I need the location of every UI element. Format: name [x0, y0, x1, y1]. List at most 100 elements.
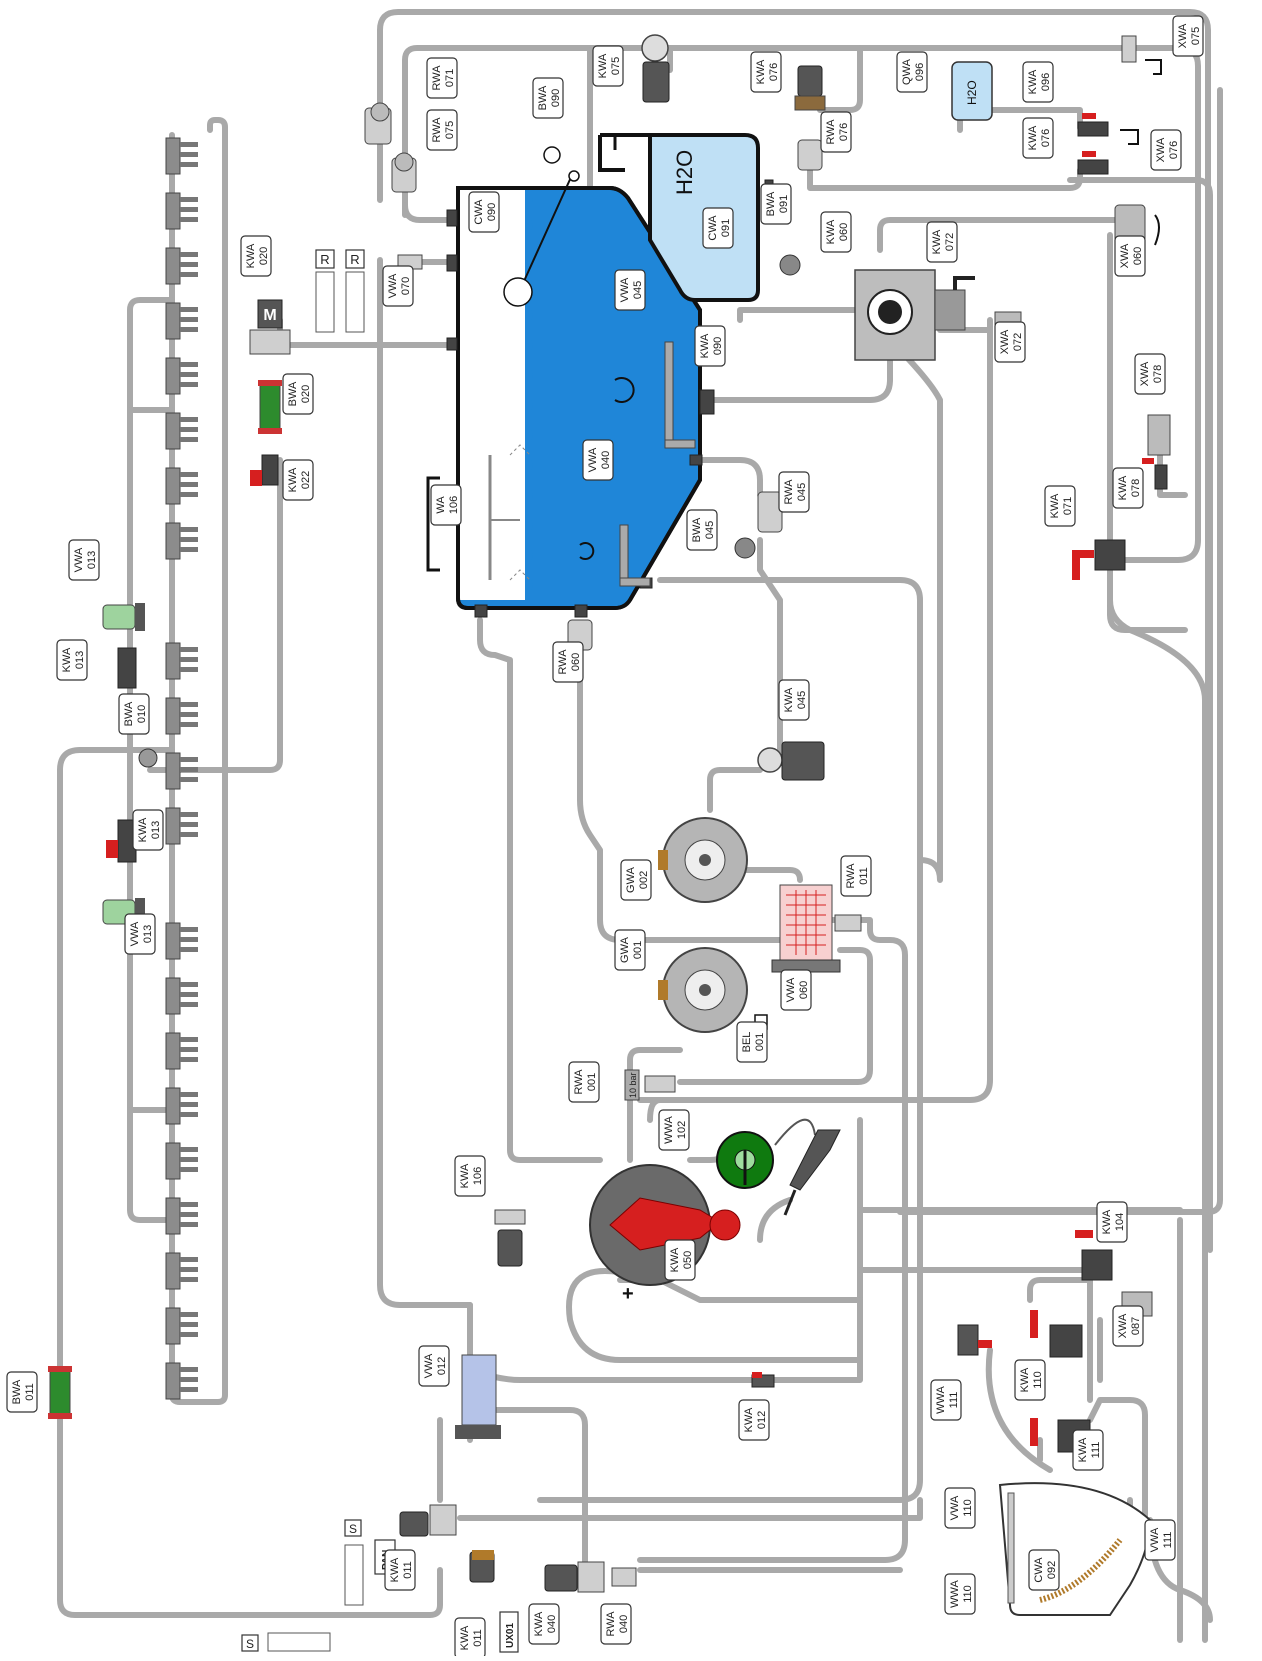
tag-line2: 076 [1040, 129, 1052, 147]
tag-line1: KWA [825, 219, 837, 244]
tag-line1: BWA [11, 1379, 23, 1404]
tag-line1: KWA [1077, 1437, 1089, 1462]
tag-line2: 012 [756, 1411, 768, 1429]
gauge-bwa-091 [779, 254, 801, 276]
tag-line2: 078 [1130, 479, 1142, 497]
tag-box [658, 1109, 690, 1151]
tag-box [552, 641, 584, 683]
tag-line2: 001 [754, 1033, 766, 1051]
tag-line1: WWA [935, 1385, 947, 1413]
tag-line2: 111 [1162, 1532, 1174, 1549]
manifold-valve [165, 137, 181, 175]
manifold-port [180, 1267, 198, 1272]
manifold-port [180, 197, 198, 202]
tag-line2: 096 [1040, 73, 1052, 91]
filter-bwa-011 [48, 1366, 72, 1419]
check-valve-rwa-040 [611, 1567, 637, 1587]
filter-vwa-012 [455, 1354, 501, 1439]
manifold-port [180, 1057, 198, 1062]
manifold-port [180, 702, 198, 707]
tag-box [6, 1371, 38, 1413]
tag-box [1072, 1429, 1104, 1471]
tag-line2: 106 [448, 496, 460, 514]
tag-box [820, 211, 852, 253]
heat-exchanger-vwa-060 [771, 884, 841, 973]
manifold-port [180, 1332, 198, 1337]
valve-kwa-011-ux01 [469, 1550, 495, 1583]
tag-line2: 072 [944, 233, 956, 251]
manifold-port [180, 722, 198, 727]
tag-line2: 060 [1132, 247, 1144, 265]
tag-box [582, 439, 614, 481]
tag-line2: 110 [962, 1499, 974, 1517]
manifold-valve [165, 1197, 181, 1235]
manifold-port [180, 207, 198, 212]
tag-line2: 090 [550, 89, 562, 107]
tag-line2: 020 [258, 247, 270, 265]
tee-valve-kwa-110 [1030, 1310, 1083, 1358]
tag-line1: KWA [1027, 125, 1039, 150]
tag-line1: KWA [389, 1557, 401, 1582]
gauge-bwa-045 [734, 537, 756, 559]
tag-line2: 045 [796, 691, 808, 709]
tap-kwa-022 [250, 454, 279, 486]
tag-box [1096, 1201, 1128, 1243]
tag-line2: 076 [838, 123, 850, 141]
tag-box [282, 459, 314, 501]
manifold-port [180, 1277, 198, 1282]
tag-box [944, 1573, 976, 1615]
tag-line1: VWA [1149, 1527, 1161, 1552]
tag-box [118, 693, 150, 735]
tag-line2: 001 [632, 941, 644, 959]
filter-bwa-020 [258, 380, 282, 434]
tag-line1: WWA [663, 1115, 675, 1143]
tag-box [454, 1155, 486, 1197]
tag-line1: VWA [423, 1353, 435, 1378]
h2o-small-label: H2O [965, 80, 979, 105]
tag-line2: 045 [796, 483, 808, 501]
manifold-port [180, 252, 198, 257]
tag-line2: 045 [704, 521, 716, 539]
tag-line1: KWA [1019, 1367, 1031, 1392]
tap-kwa-096 [1077, 113, 1109, 137]
faucet-icon-xwa-075 [1121, 35, 1162, 75]
tag-line1: RWA [431, 65, 443, 91]
manifold-valve [165, 522, 181, 560]
manifold-port [180, 1092, 198, 1097]
tag-line1: XWA [1177, 23, 1189, 48]
tag-box [780, 969, 812, 1011]
tag-line1: WA [435, 496, 447, 514]
tag-line1: KWA [245, 243, 257, 268]
tag-box [686, 509, 718, 551]
tag-line2: 040 [546, 1615, 558, 1633]
tag-line2: 110 [1032, 1371, 1044, 1389]
manifold-valve [165, 1142, 181, 1180]
switch-r1: R [315, 249, 335, 333]
tag-line2: 050 [682, 1251, 694, 1269]
tag-line2: 076 [1168, 141, 1180, 159]
tag-line1: BWA [537, 85, 549, 110]
tag-line1: KWA [1101, 1209, 1113, 1234]
tag-box [532, 77, 564, 119]
ux01-box: UX01 [499, 1611, 519, 1653]
manifold-port [180, 982, 198, 987]
tag-line2: 011 [402, 1561, 414, 1579]
tag-line1: KWA [931, 229, 943, 254]
manifold-port [180, 1167, 198, 1172]
sink-basin [998, 1482, 1152, 1616]
tag-line1: BWA [691, 517, 703, 542]
tag-line2: 010 [136, 705, 148, 723]
